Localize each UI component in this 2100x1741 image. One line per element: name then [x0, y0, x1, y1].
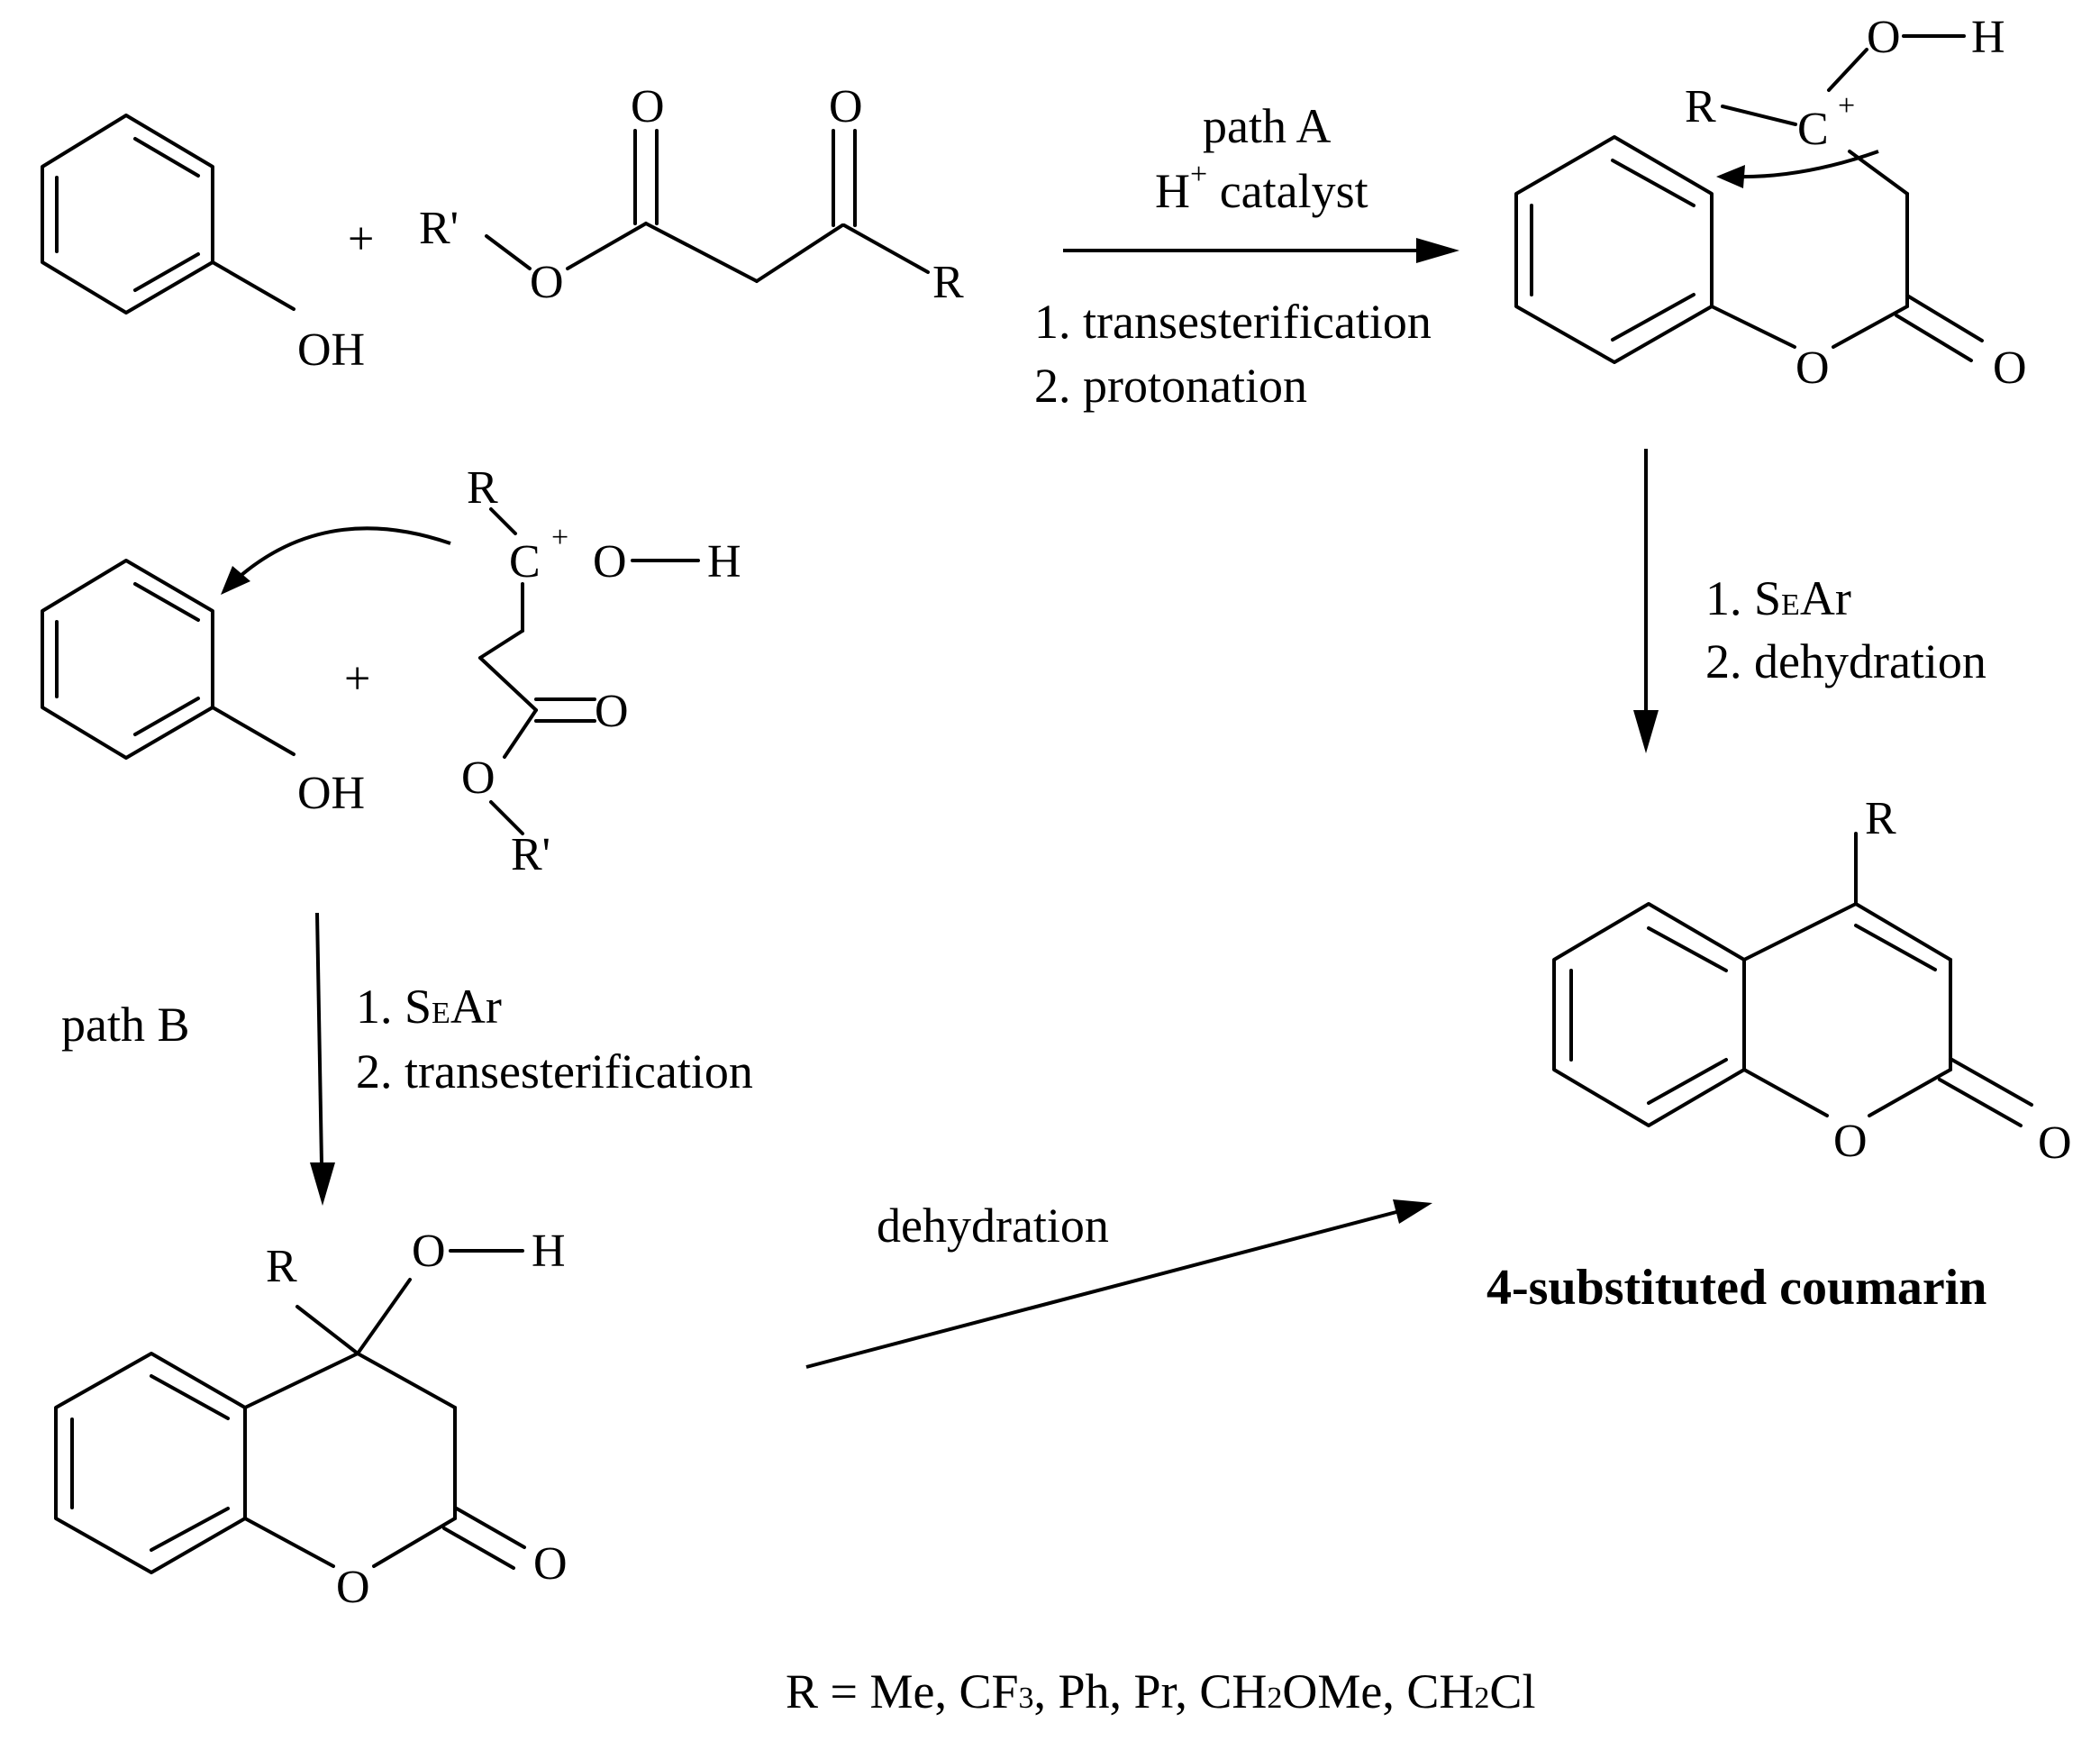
benzene-ring	[41, 559, 214, 760]
hydroxyl-label: OH	[297, 768, 365, 819]
substituent-footnote: R = Me, CF3, Ph, Pr, CH2OMe, CH2Cl	[786, 1664, 1535, 1718]
dehydration-arrow: dehydration	[805, 1199, 1432, 1369]
catalyst-label: H+ catalyst	[1155, 158, 1368, 218]
path-b-step-1: 1. SEAr	[356, 980, 502, 1034]
product-title: 4-substituted coumarin	[1486, 1260, 1986, 1316]
cation-charge: +	[1838, 89, 1855, 123]
hydrogen: H	[532, 1226, 566, 1277]
cation-charge: +	[551, 521, 568, 554]
catalyst-word: catalyst	[1207, 164, 1368, 218]
ester-oxygen: O	[461, 752, 495, 804]
phenol-top: OH	[41, 114, 365, 376]
path-a-step-2: 2. protonation	[1034, 359, 1307, 413]
path-b-step-2: 2. transesterification	[356, 1044, 753, 1098]
hydroxyl-oxygen: O	[412, 1226, 446, 1277]
catalyst-h: H	[1155, 164, 1190, 218]
intermediate-b: O O R O H	[54, 1226, 568, 1613]
right-step-1: 1. SEAr	[1705, 571, 1851, 625]
intermediate-a: O O C + R O H	[1514, 12, 2027, 394]
coumarin-product: O O R	[1552, 793, 2072, 1169]
r-label: R	[1865, 793, 1896, 844]
carbocation-c: C	[1797, 104, 1829, 155]
path-b-arrow: path B 1. SEAr 2. transesterification	[61, 912, 753, 1206]
beta-ketoester: R' O O O R	[419, 81, 964, 308]
ester-carbonyl-oxygen: O	[631, 81, 665, 132]
r-label: R	[467, 462, 498, 514]
r-prime-label: R'	[511, 829, 550, 880]
right-step-2: 2. dehydration	[1705, 634, 1986, 688]
carbonyl-oxygen: O	[2038, 1117, 2072, 1169]
ring-oxygen: O	[1833, 1116, 1868, 1167]
ester-carbonyl-oxygen: O	[595, 686, 629, 737]
path-b-label: path B	[61, 998, 190, 1052]
carbonyl-oxygen: O	[1993, 342, 2027, 394]
hydroxyl-label: OH	[297, 324, 365, 376]
benzene-ring	[54, 1352, 247, 1574]
r-label: R	[1685, 81, 1716, 132]
ring-oxygen: O	[336, 1562, 370, 1613]
protonated-ketoester: R C + O H O O R'	[461, 462, 741, 880]
r-prime-label: R'	[419, 203, 459, 254]
benzene-ring	[1514, 135, 1714, 364]
hydrogen: H	[1971, 12, 2005, 63]
hydrogen: H	[707, 536, 741, 588]
carbonyl-oxygen: O	[533, 1538, 568, 1590]
right-vertical-arrow: 1. SEAr 2. dehydration	[1633, 449, 1986, 753]
phenol-middle: OH	[41, 526, 451, 819]
r-label: R	[932, 257, 964, 308]
carbocation-c: C	[509, 536, 541, 588]
catalyst-plus: +	[1190, 158, 1207, 191]
path-a-arrow: path A H+ catalyst 1. transesterificatio…	[1034, 99, 1459, 413]
benzene-ring	[41, 114, 214, 314]
hydroxyl-oxygen: O	[593, 536, 627, 588]
ester-oxygen: O	[530, 257, 564, 308]
path-a-label: path A	[1203, 99, 1332, 153]
ring-oxygen: O	[1795, 342, 1830, 394]
ketone-oxygen: O	[829, 81, 863, 132]
plus-sign: +	[348, 214, 374, 265]
dehydration-label: dehydration	[877, 1199, 1109, 1253]
hydroxyl-oxygen: O	[1867, 12, 1901, 63]
r-label: R	[266, 1241, 297, 1292]
path-a-step-1: 1. transesterification	[1034, 295, 1432, 349]
benzene-ring	[1552, 902, 1746, 1127]
plus-sign: +	[344, 653, 370, 705]
